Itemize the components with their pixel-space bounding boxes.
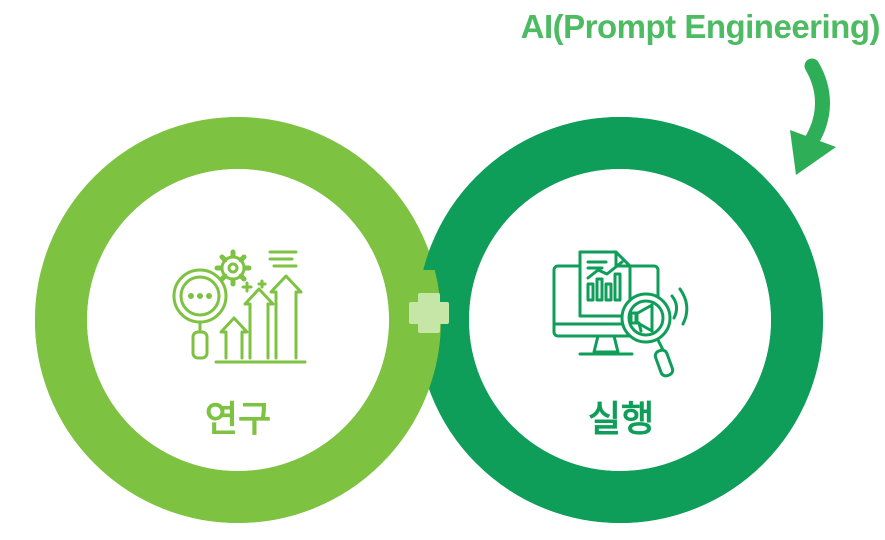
curved-arrow-icon <box>790 58 836 175</box>
gear-icon <box>214 249 252 287</box>
ai-prompt-engineering-label: AI(Prompt Engineering) <box>520 8 881 45</box>
plus-icon <box>409 293 449 333</box>
execution-label: 실행 <box>587 399 655 440</box>
research-icon <box>172 249 307 364</box>
execution-icon <box>552 250 689 378</box>
execution-disc <box>469 169 771 471</box>
research-disc <box>87 169 389 471</box>
research-label: 연구 <box>204 399 272 440</box>
megaphone-icon <box>629 303 654 333</box>
